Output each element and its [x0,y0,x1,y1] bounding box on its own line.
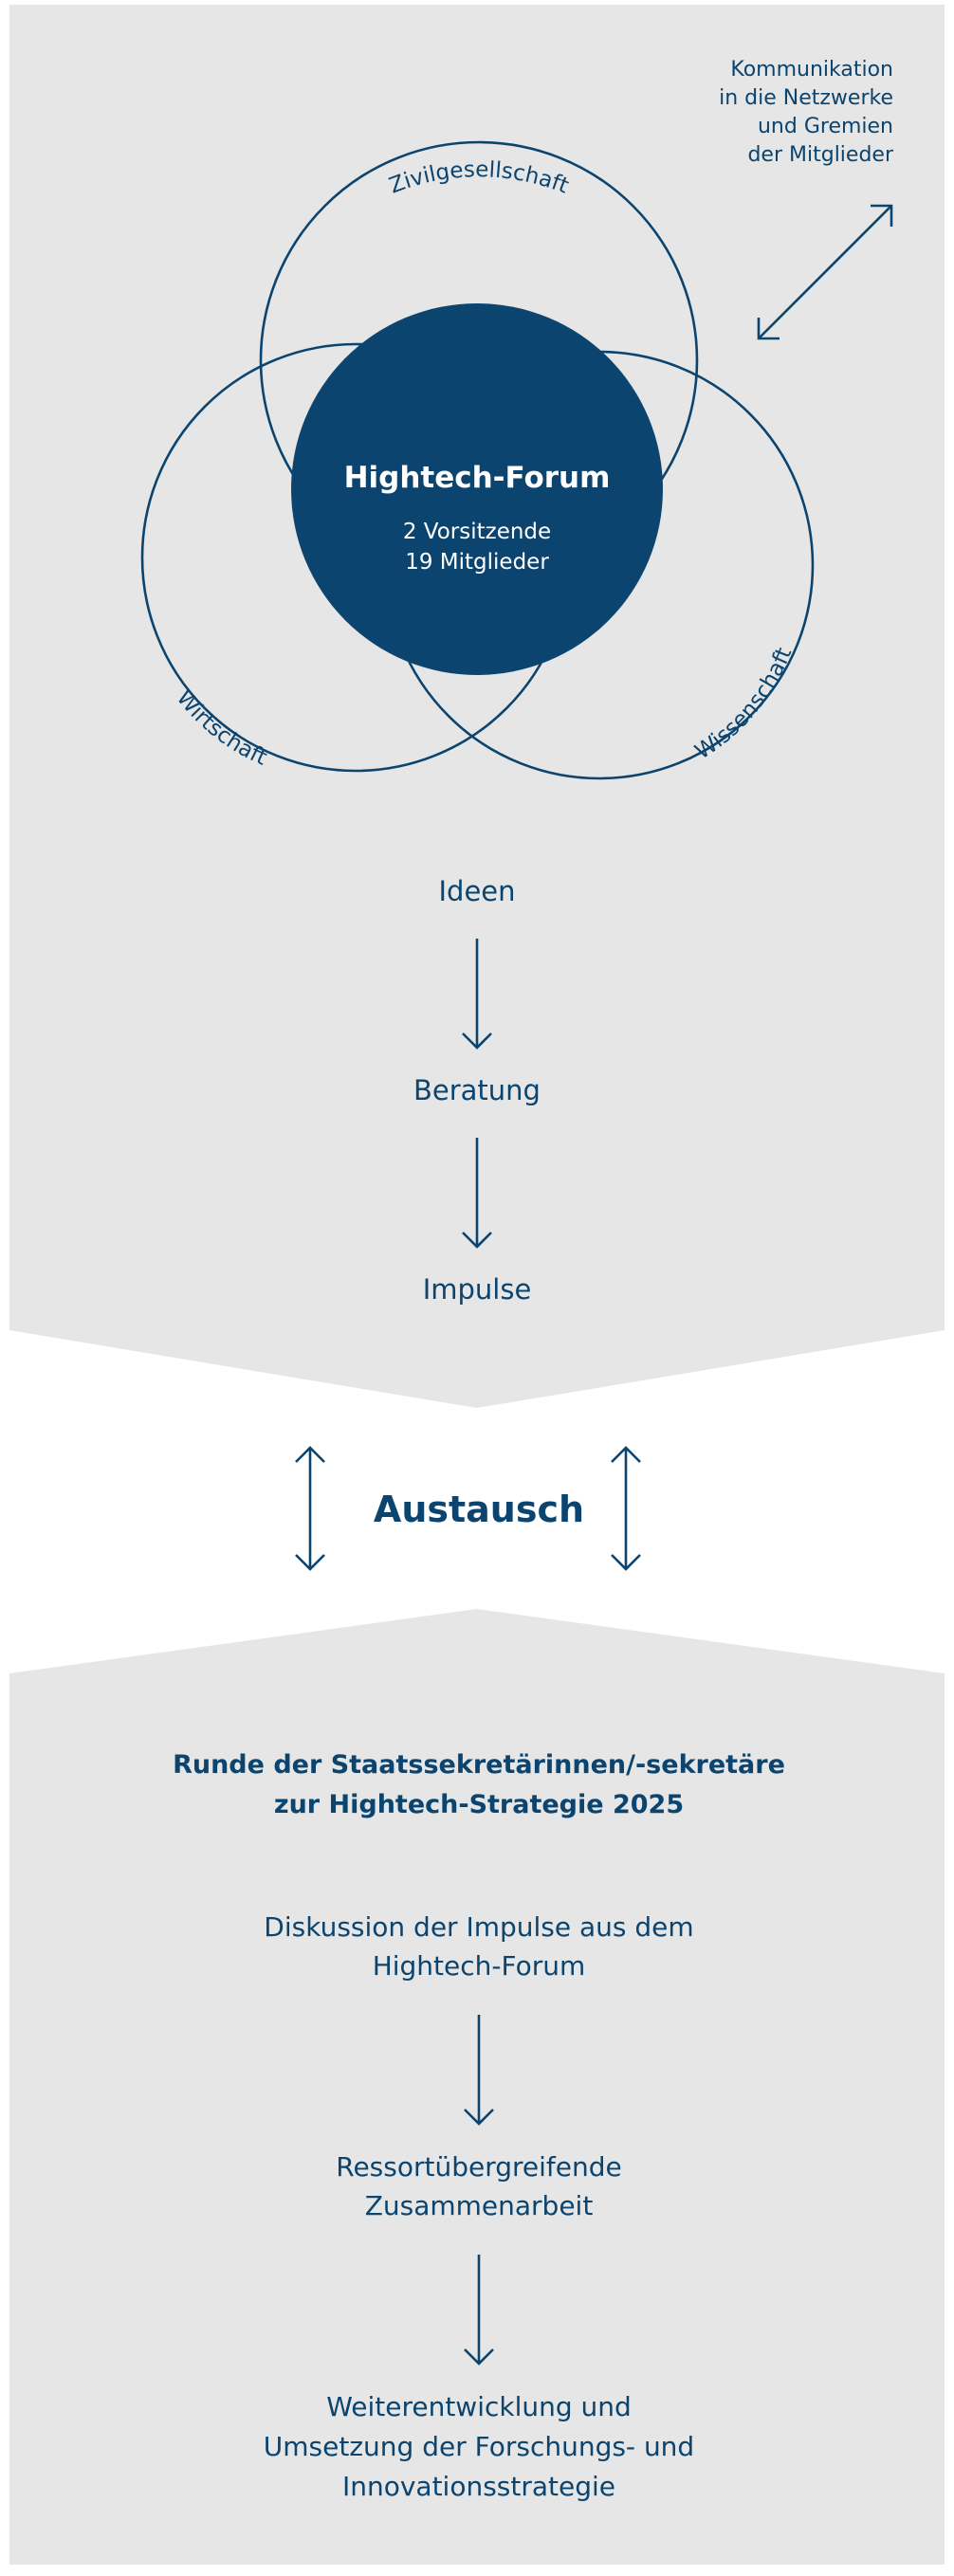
round-title-line-1: Runde der Staatssekretärinnen/-sekretäre [173,1750,785,1780]
round-step2-line-2: Zusammenarbeit [365,2190,594,2221]
down-arrow-icon [462,939,492,1050]
exchange-label: Austausch [374,1489,584,1530]
step-beratung: Beratung [413,1074,541,1106]
round-step1-line-2: Hightech-Forum [373,1950,586,1982]
forum-panel [9,5,945,1408]
communication-label: Kommunikation in die Netzwerke und Gremi… [719,58,894,167]
communication-line-4: der Mitglieder [747,143,893,167]
round-panel [9,1609,945,2565]
forum-title: Hightech-Forum [344,461,611,495]
down-arrow-icon [464,2255,494,2366]
round-title-line-2: zur Hightech-Strategie 2025 [274,1790,684,1819]
round-step2-line-1: Ressortübergreifende [336,2151,622,2183]
hightech-forum-core [291,303,663,675]
vertical-double-arrow-icon [611,1446,641,1571]
forum-chairs: 2 Vorsitzende [403,520,551,544]
down-arrow-icon [464,2015,494,2126]
round-step3-line-2: Umsetzung der Forschungs- und [264,2431,694,2462]
vertical-double-arrow-icon [295,1446,325,1571]
communication-line-2: in die Netzwerke [719,86,893,110]
step-ideen: Ideen [438,875,515,907]
communication-line-1: Kommunikation [730,58,893,82]
step-impulse: Impulse [423,1273,532,1306]
bidirectional-diagonal-arrow-icon [757,204,893,340]
communication-line-3: und Gremien [758,115,893,138]
forum-members: 19 Mitglieder [405,550,549,575]
down-arrow-icon [462,1138,492,1249]
round-step3-line-1: Weiterentwicklung und [326,2391,632,2422]
round-step1-line-1: Diskussion der Impulse aus dem [264,1911,693,1943]
round-step3-line-3: Innovationsstrategie [342,2471,615,2502]
